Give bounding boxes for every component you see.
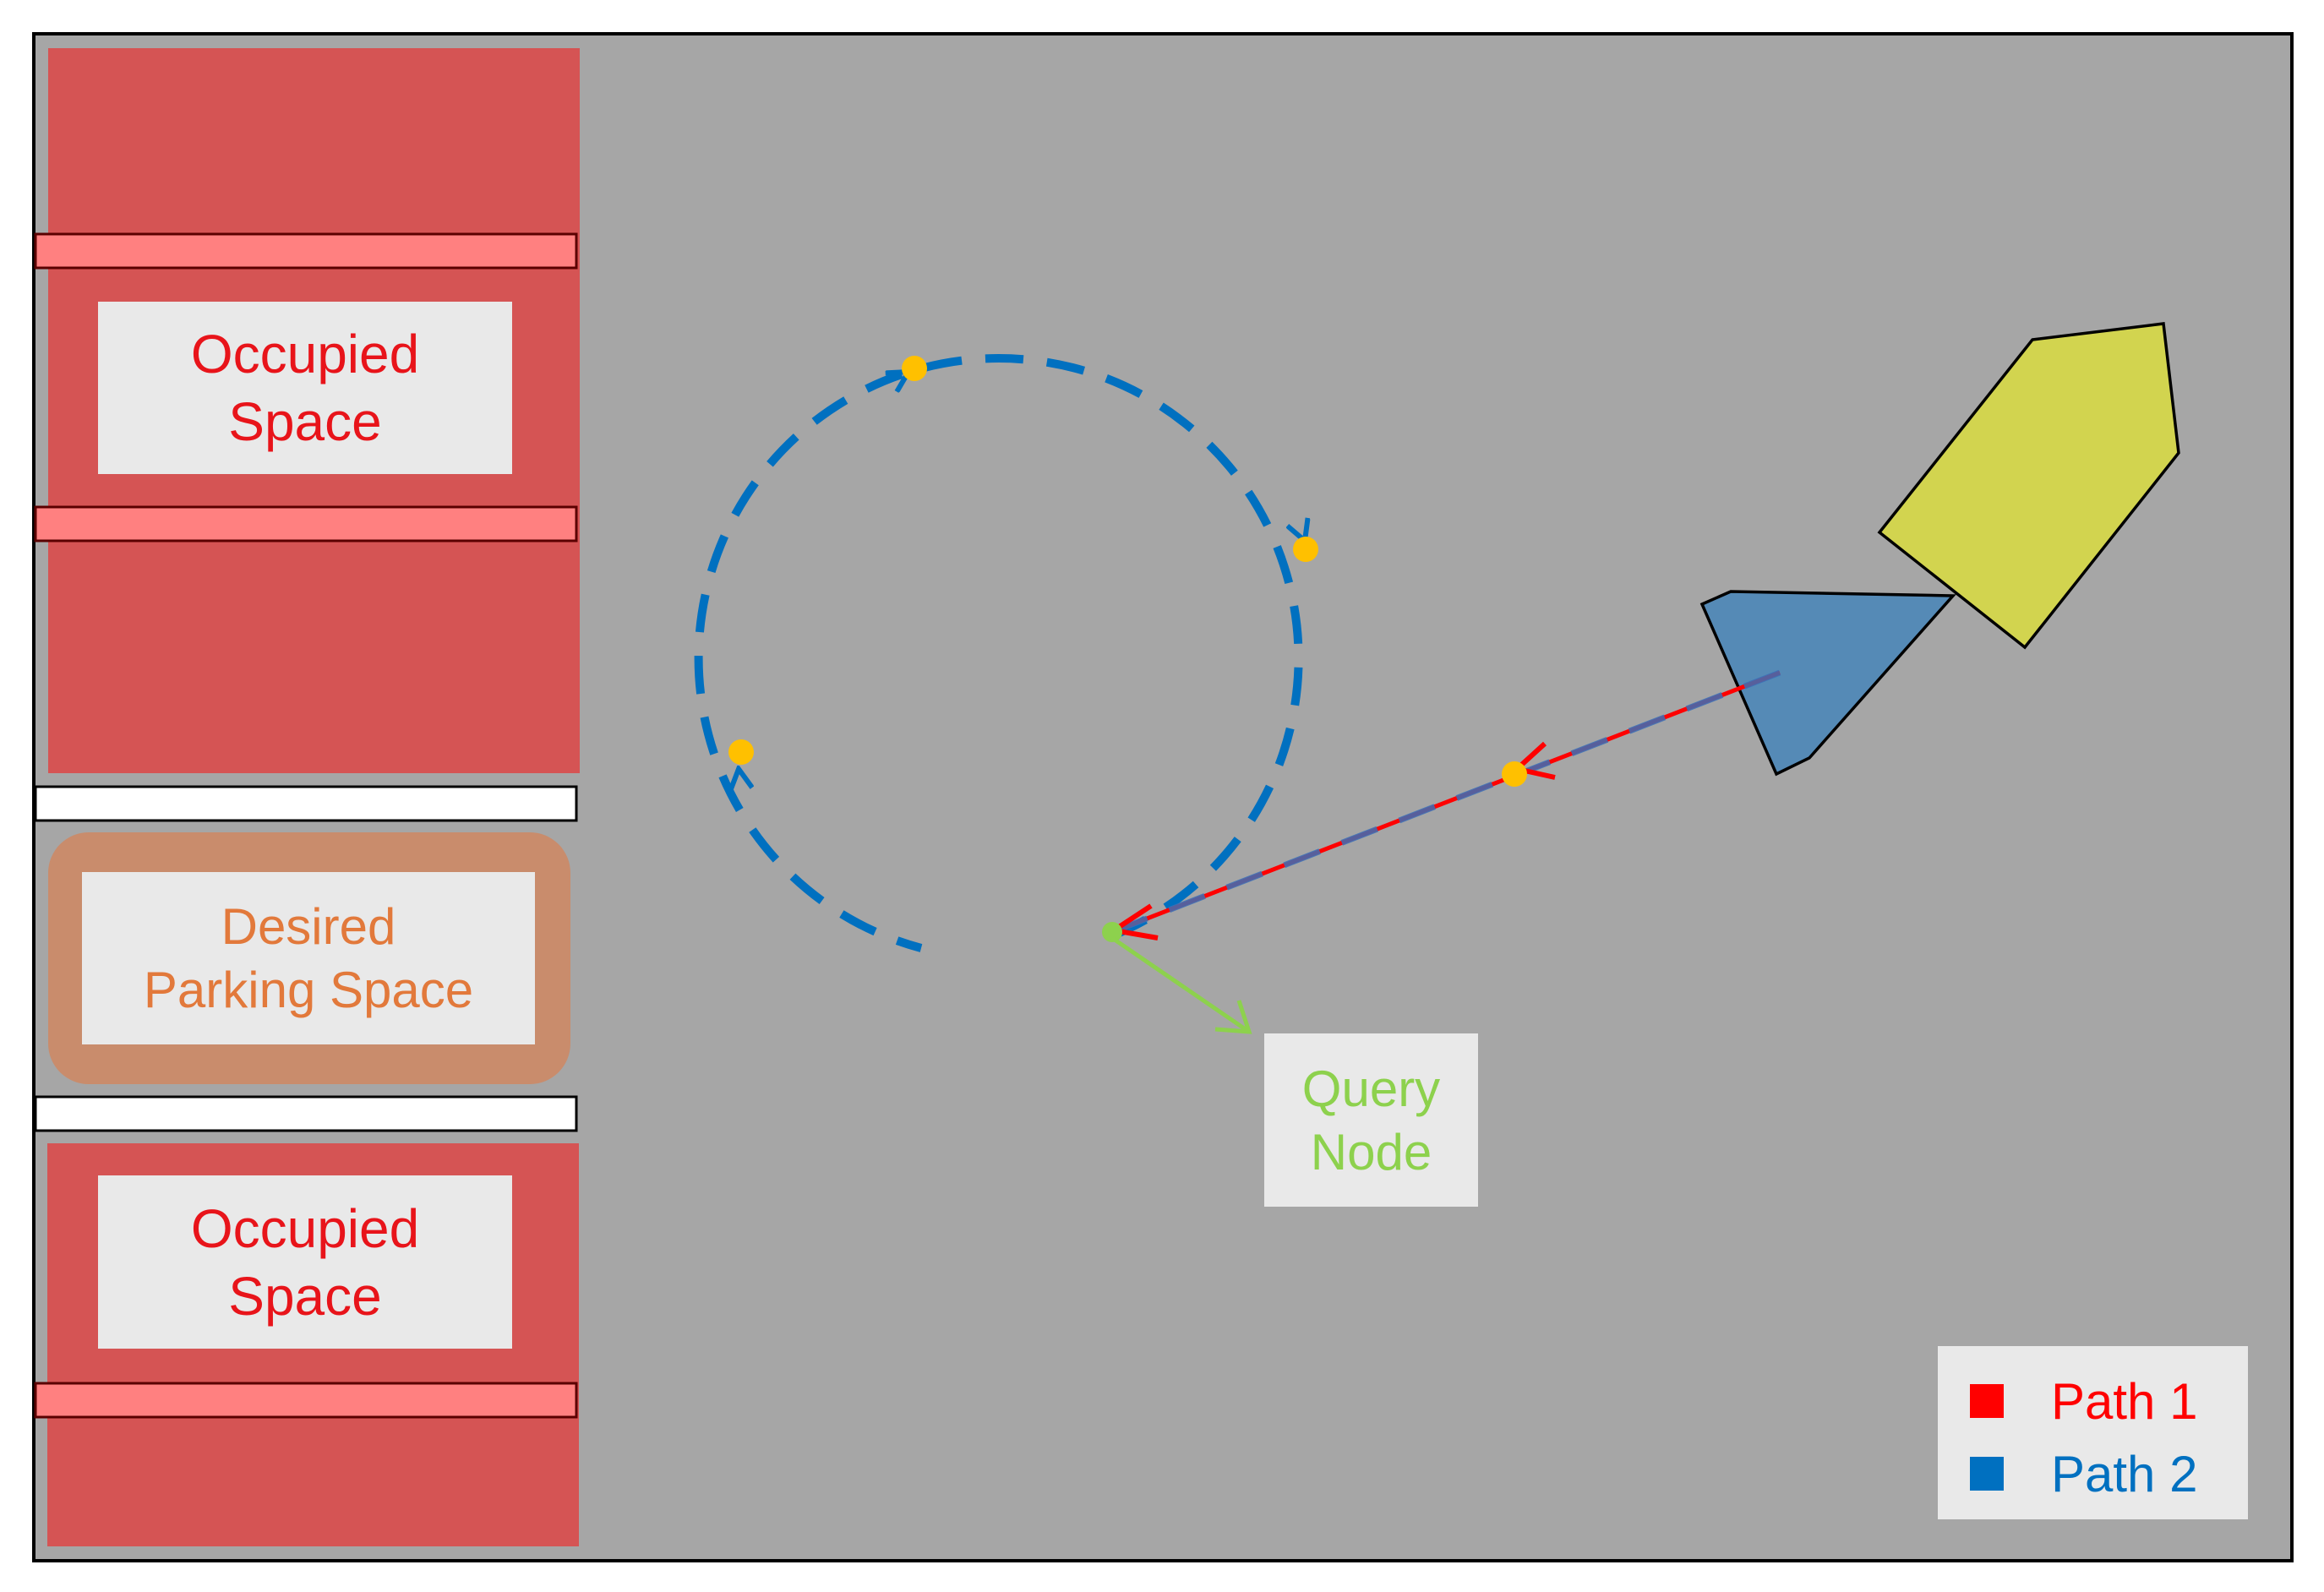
path-2-loop bbox=[694, 354, 1303, 952]
legend-item-path-2: Path 2 bbox=[1970, 1437, 2248, 1510]
parking-stripe bbox=[34, 232, 578, 270]
occupied-bottom-line-1: Occupied bbox=[190, 1197, 420, 1259]
parking-stripe bbox=[34, 505, 578, 542]
legend-item-path-1: Path 1 bbox=[1970, 1365, 2248, 1437]
legend: Path 1 Path 2 bbox=[1938, 1346, 2248, 1519]
query-node-arrow bbox=[1110, 935, 1251, 1034]
desired-line-1: Desired bbox=[221, 898, 396, 955]
parking-stripe bbox=[34, 1382, 578, 1419]
legend-label-path-2: Path 2 bbox=[2051, 1445, 2198, 1502]
waypoint-node bbox=[1502, 761, 1527, 787]
legend-swatch-path-2 bbox=[1970, 1457, 2004, 1491]
occupied-top-line-2: Space bbox=[228, 391, 382, 452]
vehicle-cab bbox=[1699, 590, 1956, 777]
occupied-bottom-line-2: Space bbox=[228, 1265, 382, 1327]
legend-swatch-path-1 bbox=[1970, 1384, 2004, 1418]
query-node-arrowhead bbox=[1214, 1000, 1252, 1034]
occupied-space-top-label: Occupied Space bbox=[98, 302, 512, 474]
waypoint-node bbox=[728, 739, 754, 765]
parking-line bbox=[34, 785, 578, 822]
occupied-top-line-1: Occupied bbox=[190, 324, 420, 384]
desired-line-2: Parking Space bbox=[143, 962, 474, 1018]
query-line-1: Query bbox=[1301, 1060, 1441, 1117]
vehicle-trailer bbox=[1877, 322, 2180, 650]
legend-label-path-1: Path 1 bbox=[2051, 1372, 2198, 1430]
query-node-label: Query Node bbox=[1264, 1033, 1478, 1207]
query-line-2: Node bbox=[1310, 1123, 1432, 1180]
waypoint-node bbox=[902, 356, 927, 381]
desired-parking-space-label: Desired Parking Space bbox=[82, 872, 535, 1044]
occupied-space-bottom-label: Occupied Space bbox=[98, 1175, 512, 1349]
path-1-line bbox=[1111, 670, 1781, 935]
query-node-point bbox=[1102, 922, 1122, 942]
waypoint-node bbox=[1293, 537, 1318, 562]
parking-line bbox=[34, 1095, 578, 1132]
